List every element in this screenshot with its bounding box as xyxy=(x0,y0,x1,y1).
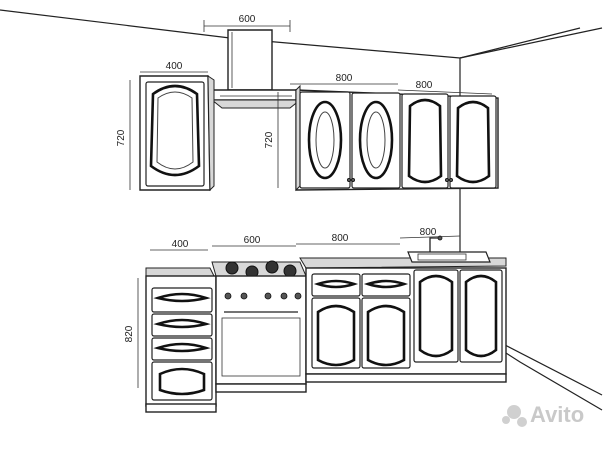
dim-base-height-label: 820 xyxy=(124,325,135,342)
upper-single-cabinet xyxy=(139,75,215,192)
dim-upper-right: 800 xyxy=(397,80,493,95)
dim-base-sink: 800 xyxy=(399,227,461,239)
dim-upper-height-right-label: 720 xyxy=(264,131,275,148)
stove xyxy=(211,260,307,393)
watermark-text: Avito xyxy=(530,402,584,427)
base-right-cabinets xyxy=(299,257,507,383)
upper-right-cabinets xyxy=(295,84,499,192)
dim-hood-label: 600 xyxy=(239,14,256,25)
dim-upper-single: 400 xyxy=(140,61,208,73)
dim-base-height: 820 xyxy=(124,278,139,388)
dim-base-stove-label: 600 xyxy=(244,235,261,246)
base-drawer-cabinet xyxy=(145,267,217,413)
dim-upper-height-left: 720 xyxy=(116,80,131,190)
watermark: Avito xyxy=(502,402,584,427)
dim-base-double: 800 xyxy=(296,233,400,245)
dim-upper-height-right: 720 xyxy=(264,92,279,188)
dim-upper-double-label: 800 xyxy=(336,73,353,84)
dim-upper-single-label: 400 xyxy=(166,61,183,72)
dim-upper-height-left-label: 720 xyxy=(116,129,127,146)
dim-base-double-label: 800 xyxy=(332,233,349,244)
dim-upper-right-label: 800 xyxy=(416,80,433,91)
dim-base-drawer-label: 400 xyxy=(172,239,189,250)
sink xyxy=(407,235,491,263)
range-hood xyxy=(210,29,302,109)
dim-hood: 600 xyxy=(203,14,291,32)
dim-base-drawer: 400 xyxy=(150,239,208,251)
dim-upper-double: 800 xyxy=(290,73,398,85)
dim-base-stove: 600 xyxy=(212,235,296,247)
avito-logo-icon xyxy=(507,405,521,419)
dim-base-sink-label: 800 xyxy=(420,227,437,238)
